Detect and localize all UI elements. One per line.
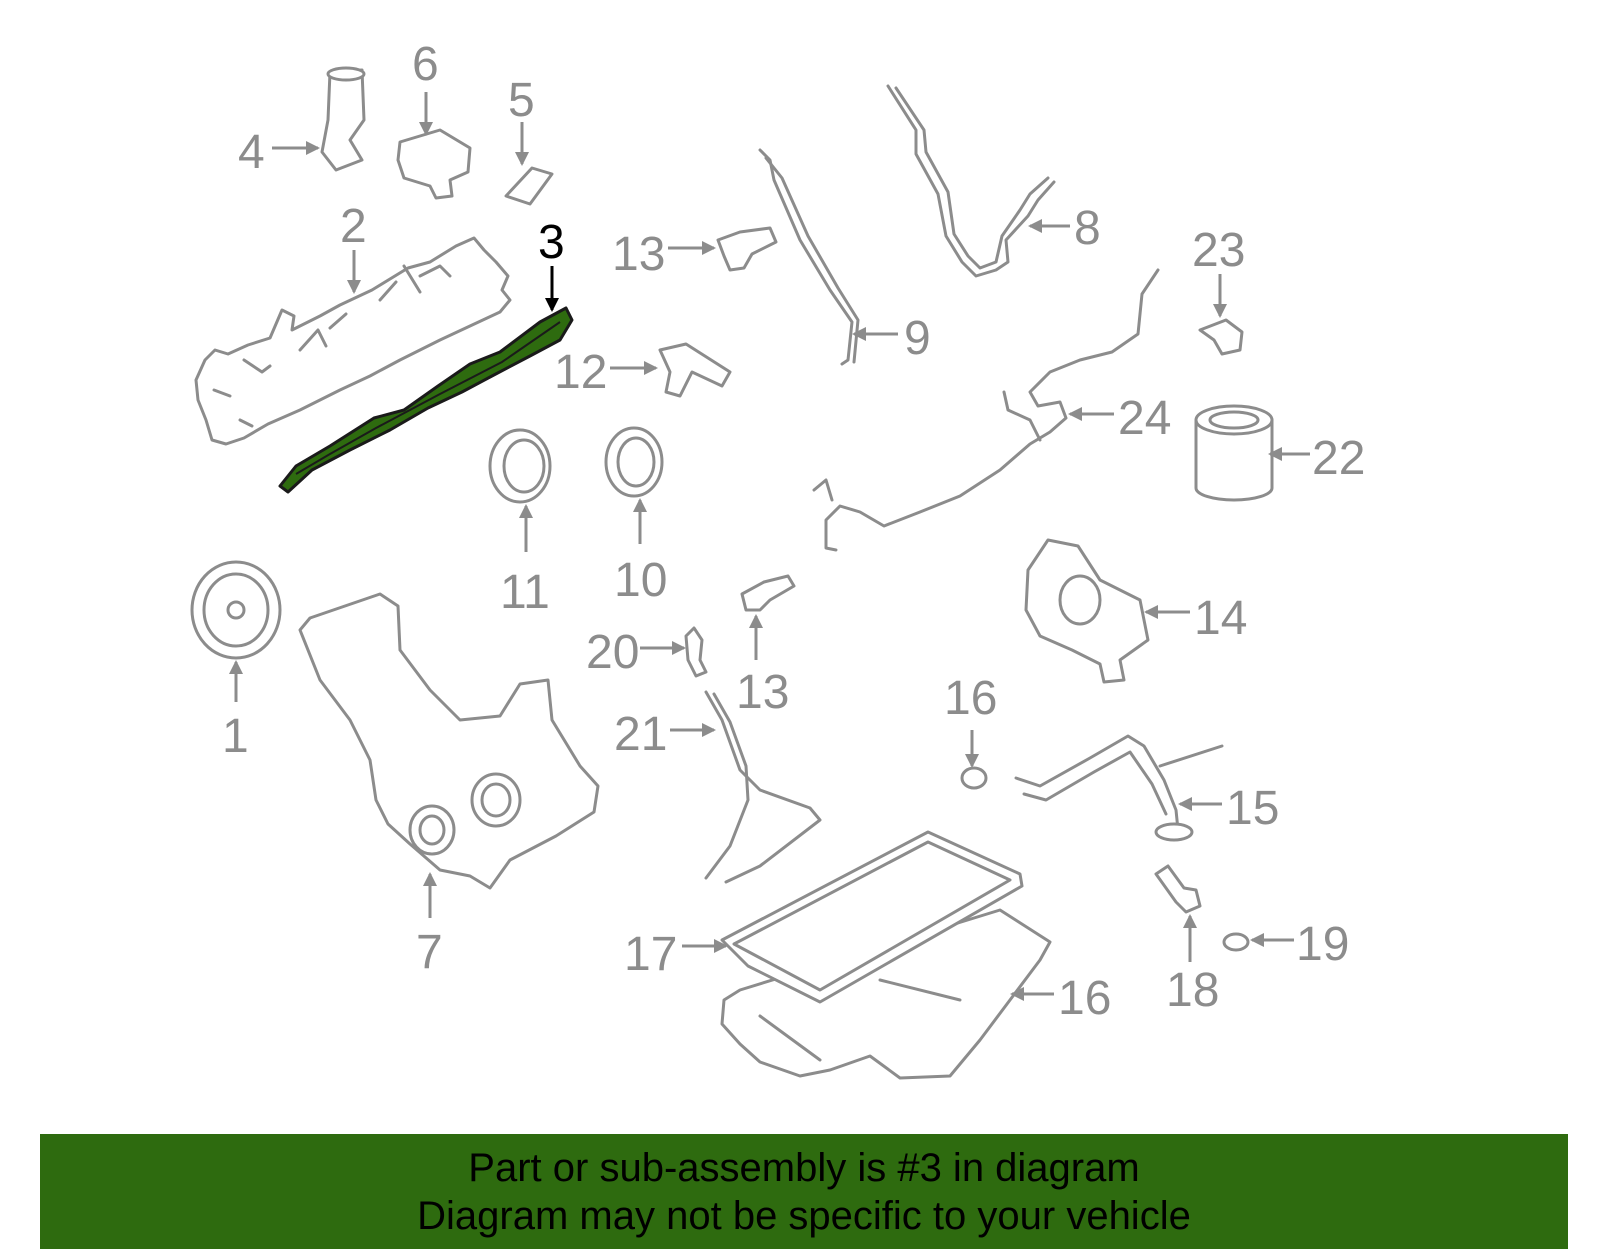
callout-16: 16: [944, 672, 997, 768]
part-10-seal[interactable]: [604, 426, 664, 498]
part-14-oil-pump[interactable]: [1024, 538, 1150, 684]
callout-label: 13: [736, 666, 789, 719]
callout-24: 23: [1192, 224, 1245, 318]
part-2-valve-cover[interactable]: [194, 236, 512, 446]
callout-label: 10: [614, 554, 667, 607]
callout-13-lower: 13: [736, 614, 789, 719]
banner-line-1: Part or sub-assembly is #3 in diagram: [468, 1146, 1140, 1190]
callout-label: 11: [500, 566, 550, 619]
part-25-harness[interactable]: [812, 268, 1160, 552]
part-17-oil-pan[interactable]: [720, 908, 1052, 1080]
callout-label: 21: [614, 708, 667, 761]
callout-22: 21: [614, 708, 716, 761]
callout-5: 5: [508, 74, 535, 166]
part-19-bolt[interactable]: [1154, 864, 1202, 914]
callout-label: 22: [1312, 432, 1365, 485]
callout-10: 10: [614, 498, 667, 607]
callout-25: 24: [1068, 392, 1171, 445]
callout-label: 3: [538, 216, 565, 269]
part-8-line[interactable]: [886, 84, 1056, 278]
info-banner: Part or sub-assembly is #3 in diagram Di…: [40, 1134, 1568, 1249]
part-20-washer[interactable]: [1222, 932, 1250, 952]
part-1-pulley[interactable]: [190, 560, 282, 660]
callout-18: 17: [624, 928, 728, 981]
callout-9: 9: [852, 312, 931, 365]
callout-label: 16: [944, 672, 997, 725]
callout-label: 23: [1192, 224, 1245, 277]
callout-label: 18: [1166, 964, 1219, 1017]
callout-label: 4: [238, 126, 265, 179]
callout-label: 13: [612, 228, 665, 281]
part-5-gasket[interactable]: [504, 166, 554, 206]
part-3-valve-cover-gasket[interactable]: [278, 306, 574, 494]
callout-label: 15: [1226, 782, 1279, 835]
callout-7: 7: [416, 872, 443, 979]
callout-label: 9: [904, 312, 931, 365]
part-11-seal[interactable]: [488, 428, 552, 504]
callout-2: 2: [340, 200, 367, 294]
part-7-front-cover[interactable]: [298, 592, 600, 890]
callout-label: 2: [340, 200, 367, 253]
callout-label: 7: [416, 926, 443, 979]
callout-21: 20: [586, 626, 686, 679]
part-15-pickup-tube[interactable]: [1014, 734, 1224, 842]
part-24-bracket[interactable]: [1198, 318, 1244, 356]
callout-label: 1: [222, 710, 249, 763]
callout-label: 16: [1058, 972, 1111, 1025]
callout-1: 1: [222, 660, 249, 763]
callout-label: 24: [1118, 392, 1171, 445]
callout-14: 14: [1144, 592, 1247, 645]
part-22-dipstick[interactable]: [704, 690, 822, 884]
callout-12: 12: [554, 346, 658, 399]
part-9-tube[interactable]: [758, 148, 860, 366]
part-18-pan-gasket[interactable]: [720, 830, 1024, 1004]
callout-label: 20: [586, 626, 639, 679]
callout-label: 5: [508, 74, 535, 127]
callout-4: 4: [238, 126, 320, 179]
callout-15: 15: [1178, 782, 1279, 835]
part-16-plug[interactable]: [960, 766, 988, 790]
part-4-filler-tube[interactable]: [320, 66, 366, 172]
part-13-sensor-lower[interactable]: [740, 574, 796, 612]
callout-19: 18: [1166, 914, 1219, 1017]
part-6-filler-cap[interactable]: [396, 128, 472, 200]
callout-6: 6: [412, 38, 439, 136]
callout-17: 16: [1010, 972, 1111, 1025]
callout-3-highlighted: 3: [538, 216, 565, 312]
callout-13-top: 13: [612, 228, 716, 281]
part-13-sensor-top[interactable]: [716, 226, 778, 272]
callout-20: 19: [1250, 918, 1349, 971]
part-21-sensor[interactable]: [684, 626, 708, 678]
callout-label: 19: [1296, 918, 1349, 971]
part-12-bracket[interactable]: [658, 342, 732, 398]
callout-label: 8: [1074, 202, 1101, 255]
callout-label: 6: [412, 38, 439, 91]
callout-label: 17: [624, 928, 677, 981]
part-23-oil-filter[interactable]: [1194, 404, 1274, 502]
callout-label: 12: [554, 346, 607, 399]
callout-11: 11: [500, 504, 550, 619]
banner-line-2: Diagram may not be specific to your vehi…: [417, 1194, 1191, 1238]
callout-8: 8: [1028, 202, 1101, 255]
callout-label: 14: [1194, 592, 1247, 645]
callout-23: 22: [1268, 432, 1365, 485]
